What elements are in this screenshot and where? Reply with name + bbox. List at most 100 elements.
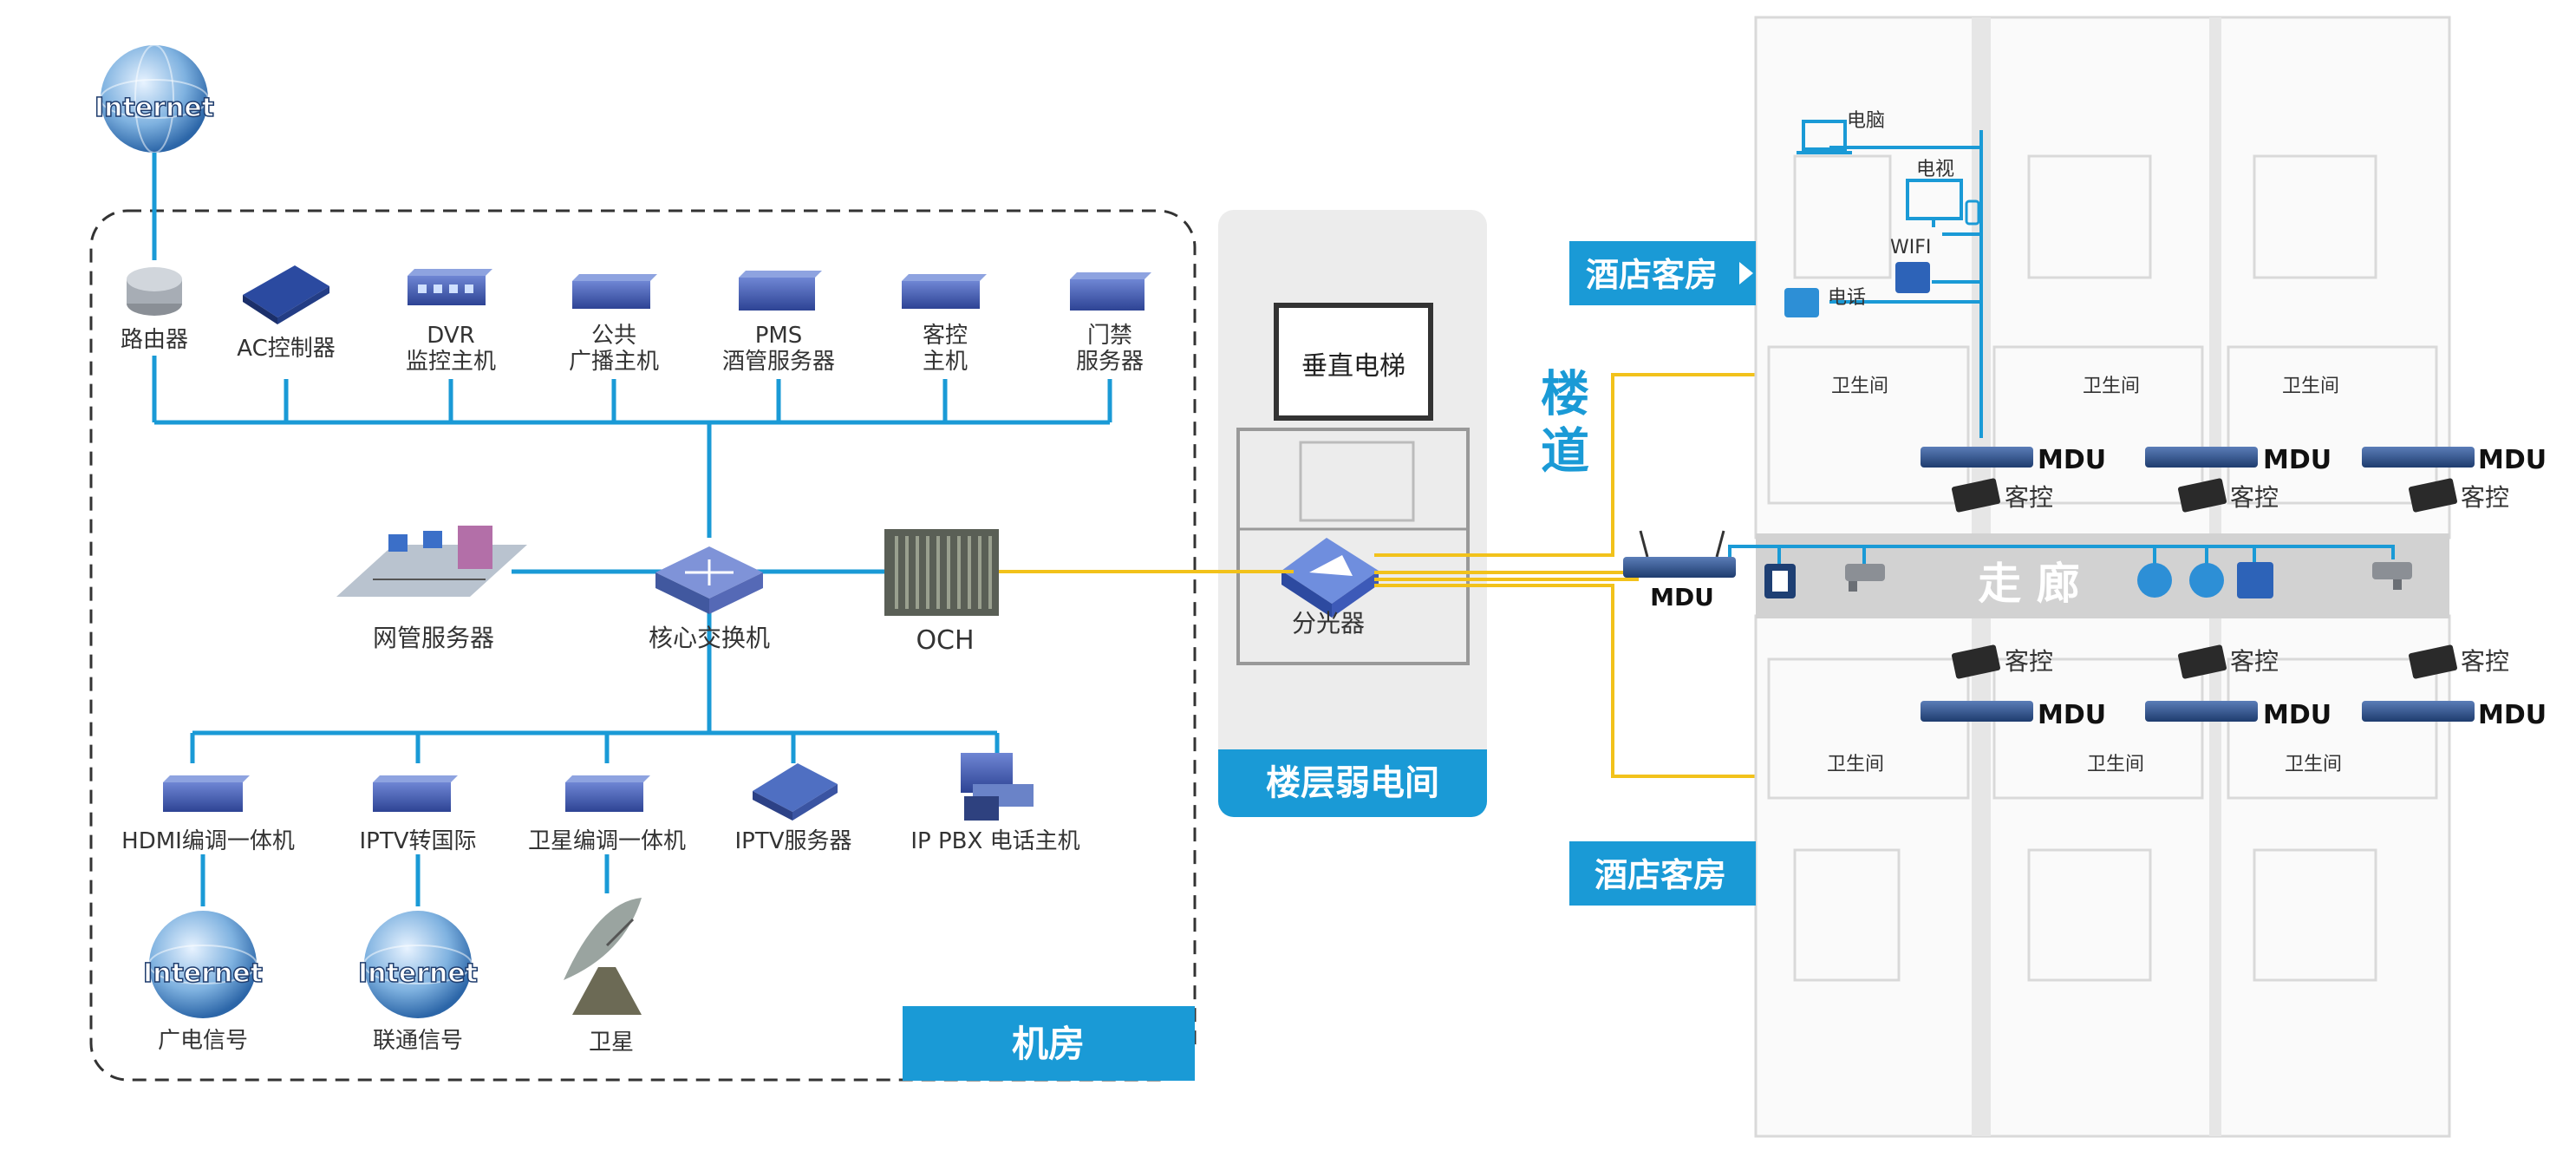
iptv-gateway-icon (373, 782, 451, 812)
bathroom-label: 卫生间 (1831, 376, 1888, 397)
nms-server-icon (336, 545, 527, 597)
source-unicom-globe-text: Internet (358, 958, 478, 989)
broadcast-label-1: 公共 (591, 323, 636, 349)
mdu-icon (2362, 447, 2475, 468)
room-mdu: 客控 MDU (2145, 644, 2331, 730)
och-label: OCH (916, 625, 974, 656)
iptv-gw-label: IPTV转国际 (359, 828, 476, 854)
guest-control-icon (1952, 478, 2000, 513)
iptv-server-icon (753, 763, 838, 812)
ac-controller-icon (243, 265, 329, 317)
och: OCH (884, 529, 999, 656)
room-mdu-label: MDU (2263, 700, 2331, 730)
laptop-icon (1802, 120, 1847, 151)
globe-icon (364, 911, 472, 1018)
tv-label: 电视 (1916, 159, 1954, 180)
top-device-broadcast: 公共 广播主机 (569, 274, 659, 375)
guest-control-label: 客控 (2461, 647, 2509, 676)
room-mdu: MDU 客控 (2145, 445, 2331, 513)
ippbx-label: IP PBX 电话主机 (910, 828, 1079, 854)
room-mdus-top: MDU 客控 MDU 客控 MDU 客控 (1921, 445, 2547, 513)
corridor: 走 廊 (1728, 533, 2449, 618)
guest-control-label: 客控 (2230, 483, 2279, 512)
corridor-label: 走 廊 (1978, 559, 2079, 609)
wifi-device: WIFI (1890, 237, 1931, 293)
satellite-dish-icon (564, 898, 642, 980)
arrow-right-icon (1739, 262, 1753, 284)
hdmi-label: HDMI编调一体机 (121, 828, 295, 854)
machine-room: 机房 (89, 209, 1197, 1082)
pms-label-2: 酒管服务器 (722, 349, 835, 375)
guest-control-label-2: 主机 (923, 349, 968, 375)
machine-room-wiring (152, 153, 1112, 906)
hdmi-encoder-icon (163, 782, 243, 812)
stairway-title: 楼道 (1533, 368, 1589, 482)
globe-icon (101, 45, 208, 153)
corridor-mdu: MDU (1623, 530, 1736, 611)
guest-control-label: 客控 (2230, 647, 2279, 676)
machine-room-tag (903, 1006, 1195, 1081)
room-mdu: 客控 MDU (2362, 644, 2547, 730)
guest-control-icon (2409, 644, 2457, 679)
access-label-1: 门禁 (1087, 323, 1132, 349)
access-server-icon (1070, 279, 1145, 311)
bottom-device-iptv-gw: IPTV转国际 (359, 775, 477, 854)
machine-room-boundary (89, 209, 1197, 1082)
top-device-access: 门禁 服务器 (1070, 272, 1151, 375)
wifi-ap-icon (1895, 262, 1930, 293)
guest-control-icon (2178, 644, 2227, 679)
phone-icon (2137, 563, 2172, 598)
camera-icon (2372, 562, 2412, 590)
guest-control-icon (1952, 644, 2000, 679)
hotel-room-title-bottom: 酒店客房 (1595, 856, 1726, 894)
bathroom-label: 卫生间 (2285, 754, 2342, 775)
room-mdu-label: MDU (2478, 700, 2547, 730)
internet-label: Internet (95, 93, 214, 123)
elevator-label: 垂直电梯 (1301, 351, 1405, 382)
mdu-icon (1921, 447, 2033, 468)
hotel-room-title-top: 酒店客房 (1586, 256, 1718, 294)
splitter-icon (1309, 555, 1353, 576)
router-icon (127, 267, 182, 291)
broadcast-label-2: 广播主机 (569, 349, 659, 375)
mdu-icon (1921, 701, 2033, 722)
source-unicom: Internet 联通信号 (357, 911, 479, 1054)
splitter-label: 分光器 (1292, 609, 1365, 638)
room-mdu: 客控 MDU (1921, 644, 2106, 730)
source-broadcast-label: 广电信号 (158, 1028, 248, 1054)
speaker-icon (2189, 563, 2224, 598)
guest-control-host-icon (902, 281, 980, 309)
iptv-server-label: IPTV服务器 (734, 828, 851, 854)
switch-icon (685, 559, 734, 585)
splitter: 分光器 (1281, 538, 1379, 638)
core-switch: 核心交换机 (649, 546, 770, 652)
bottom-device-ippbx: IP PBX 电话主机 (910, 753, 1080, 854)
tv-device: 电视 (1906, 159, 1980, 227)
guest-control-label: 客控 (2461, 483, 2509, 512)
floor-room-title: 楼层弱电间 (1266, 763, 1439, 803)
room-mdu-label: MDU (2038, 700, 2106, 730)
mdu-icon (2362, 701, 2475, 722)
bottom-device-hdmi: HDMI编调一体机 (121, 775, 295, 854)
globe-icon (149, 911, 257, 1018)
source-broadcast-globe-text: Internet (143, 958, 263, 989)
access-label-2: 服务器 (1076, 349, 1144, 375)
elevator-box (1274, 303, 1433, 421)
machine-room-title: 机房 (1012, 1023, 1085, 1065)
och-chassis-icon (884, 529, 999, 616)
stairway-title-text: 楼道 (1533, 368, 1589, 482)
satellite-encoder-icon (565, 782, 643, 812)
broadcast-host-icon (572, 281, 650, 309)
core-switch-label: 核心交换机 (649, 624, 770, 652)
top-device-guest-control: 客控 主机 (902, 274, 987, 375)
room-mdu: MDU 客控 (2362, 445, 2547, 513)
floor-room-panel (1218, 210, 1487, 817)
room-mdus-bottom: 客控 MDU 客控 MDU 客控 MDU (1921, 644, 2547, 730)
top-device-dvr: DVR 监控主机 (406, 269, 496, 375)
top-device-ac: AC控制器 (237, 265, 336, 362)
mdu-icon (2145, 447, 2258, 468)
room-devices: 电脑 电视 WIFI 电话 (1784, 110, 1983, 438)
pc-device: 电脑 (1797, 110, 1885, 154)
top-device-pms: PMS 酒管服务器 (722, 271, 835, 375)
bathroom-labels: 卫生间 卫生间 卫生间 卫生间 卫生间 卫生间 (1827, 376, 2342, 775)
